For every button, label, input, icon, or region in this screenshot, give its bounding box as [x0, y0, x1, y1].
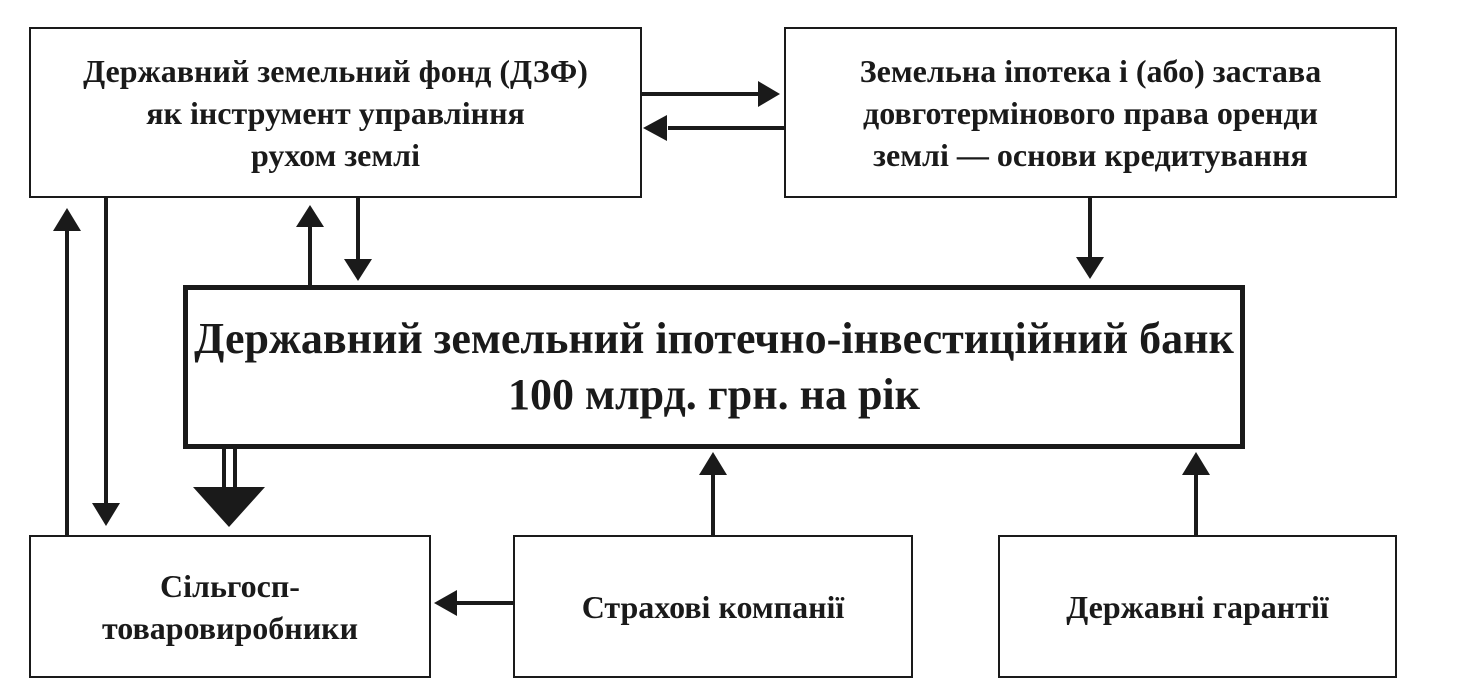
guarantees-box: Державні гарантії — [998, 535, 1397, 678]
producers-box: Сільгосп- товаровиробники — [29, 535, 431, 678]
mortgage-box: Земельна іпотека і (або) застава довготе… — [784, 27, 1397, 198]
producers-line-2: товаровиробники — [101, 609, 359, 646]
arrow-bank-to-producers-head — [193, 487, 265, 527]
arrow-insurance-to-bank-head — [699, 452, 727, 475]
arrow-mortgage-to-fund-head — [643, 115, 667, 141]
land-fund-box: Державний земельний фонд (ДЗФ) як інстру… — [29, 27, 642, 198]
arrow-fund-to-mortgage-head — [758, 81, 780, 107]
arrow-producers-to-fund-head — [53, 208, 81, 231]
mortgage-line-3: землі — основи кредитування — [873, 136, 1308, 173]
arrow-mortgage-to-bank-head — [1076, 257, 1104, 279]
insurance-box: Страхові компанії — [513, 535, 913, 678]
land-fund-line-1: Державний земельний фонд (ДЗФ) — [83, 52, 588, 89]
bank-line-2: 100 млрд. грн. на рік — [507, 370, 920, 419]
arrow-bank-to-fund-head — [296, 205, 324, 227]
arrow-guarantees-to-bank-head — [1182, 452, 1210, 475]
guarantees-line-1: Державні гарантії — [1066, 588, 1329, 625]
bank-box: Державний земельний іпотечно-інвестиційн… — [183, 285, 1245, 449]
bank-line-1: Державний земельний іпотечно-інвестиційн… — [194, 314, 1234, 363]
arrow-insurance-to-producers-head — [434, 590, 457, 616]
mortgage-line-2: довготермінового права оренди — [863, 94, 1318, 131]
arrow-fund-to-bank-head — [344, 259, 372, 281]
land-fund-line-2: як інструмент управління — [146, 94, 525, 131]
arrow-fund-to-producers-head — [92, 503, 120, 526]
insurance-line-1: Страхові компанії — [581, 588, 845, 625]
producers-line-1: Сільгосп- — [160, 567, 300, 604]
mortgage-line-1: Земельна іпотека і (або) застава — [859, 52, 1322, 89]
land-fund-line-3: рухом землі — [250, 136, 421, 173]
